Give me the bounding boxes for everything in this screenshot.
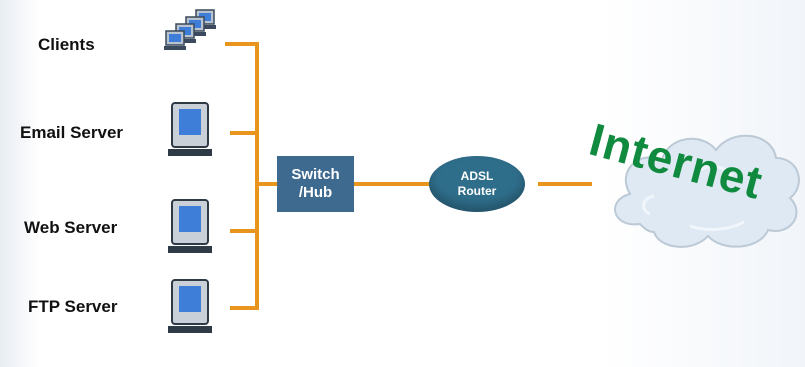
- ftp-server-label: FTP Server: [28, 297, 118, 316]
- email-server-label: Email Server: [20, 123, 124, 142]
- router-label-line1: ADSL: [460, 169, 494, 183]
- ftp-server-icon: [168, 279, 212, 333]
- switch-label-line2: /Hub: [298, 184, 333, 201]
- web-server-label: Web Server: [24, 218, 118, 237]
- switch-label-line1: Switch: [291, 166, 340, 183]
- clients-icon: [164, 9, 216, 50]
- switch-hub: Switch /Hub: [277, 156, 354, 212]
- internet-cloud: [614, 134, 800, 248]
- adsl-router: ADSL Router: [429, 156, 525, 212]
- web-server-icon: [168, 199, 212, 253]
- email-server-icon: [168, 102, 212, 156]
- clients-label: Clients: [38, 35, 95, 54]
- router-label-line2: Router: [457, 184, 497, 198]
